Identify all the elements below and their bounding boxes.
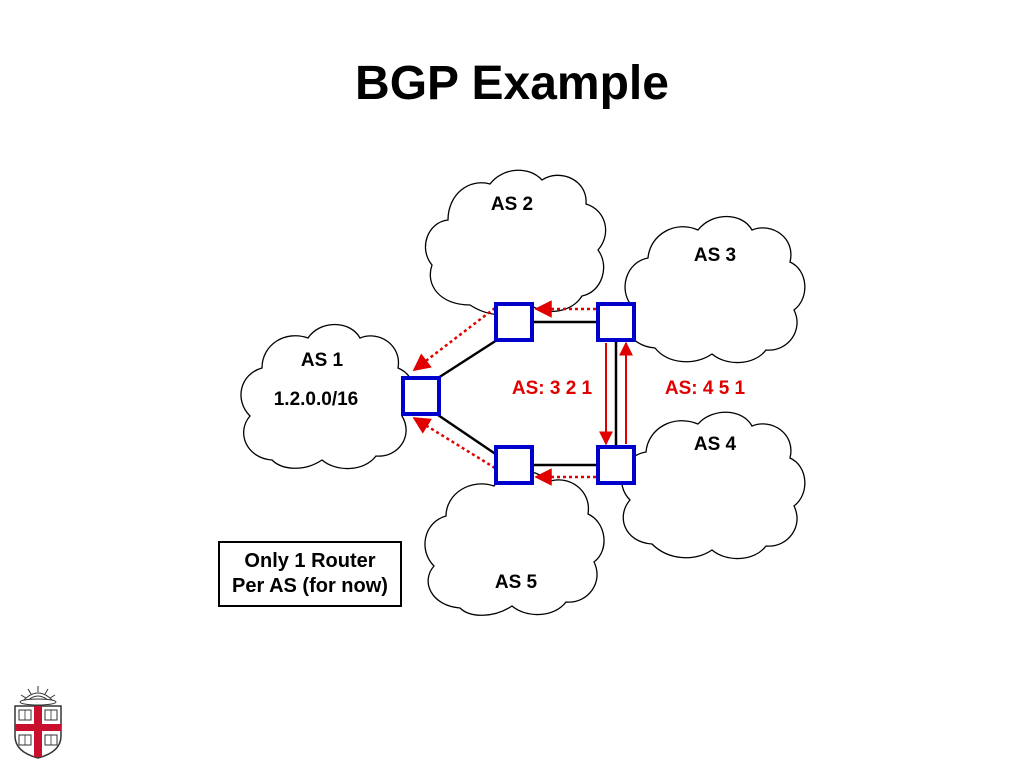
- as-path-label-left: AS: 3 2 1: [512, 378, 593, 399]
- note-line-2: Per AS (for now): [232, 575, 388, 597]
- slide-title: BGP Example: [355, 57, 669, 110]
- link-as1-as5: [437, 413, 498, 457]
- cloud-as1: [240, 324, 415, 470]
- cloud-as3: [624, 216, 806, 364]
- note-line-1: Only 1 Router: [244, 550, 376, 572]
- note-box: Only 1 Router Per AS (for now): [218, 541, 402, 607]
- router-as2: [494, 302, 534, 342]
- cloud-label-as5: AS 5: [495, 572, 538, 593]
- cloud-label-as2: AS 2: [491, 194, 533, 215]
- cloud-as5: [424, 470, 605, 616]
- router-as1: [401, 376, 441, 416]
- cloud-prefix-as1: 1.2.0.0/16: [274, 389, 359, 410]
- cloud-label-as4: AS 4: [694, 434, 737, 455]
- cloud-label-as3: AS 3: [694, 245, 736, 266]
- adv-as5-to-as1: [412, 416, 496, 470]
- adv-as2-to-as1: [412, 307, 496, 372]
- cloud-as2: [424, 169, 607, 316]
- link-as1-as2: [437, 338, 498, 380]
- router-as4: [596, 445, 636, 485]
- cloud-label-as1: AS 1: [301, 350, 344, 371]
- university-shield-icon: [14, 686, 62, 759]
- router-as5: [494, 445, 534, 485]
- as-path-label-right: AS: 4 5 1: [665, 378, 746, 399]
- router-as3: [596, 302, 636, 342]
